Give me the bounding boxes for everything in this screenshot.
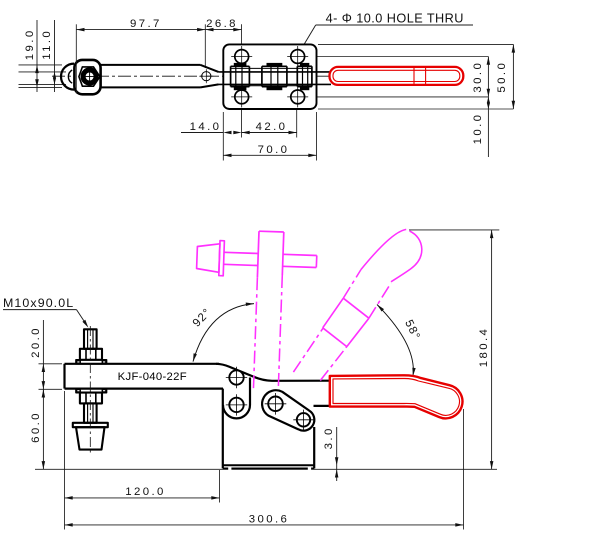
svg-text:3.0: 3.0 [323,426,335,449]
svg-text:97.7: 97.7 [130,18,162,30]
svg-text:M10x90.0L: M10x90.0L [3,296,74,310]
svg-text:30.0: 30.0 [472,61,484,93]
svg-text:60.0: 60.0 [30,411,42,443]
svg-text:20.0: 20.0 [30,326,42,358]
svg-text:42.0: 42.0 [256,121,288,133]
svg-text:KJF-040-22F: KJF-040-22F [118,371,187,383]
svg-text:11.0: 11.0 [41,29,53,60]
svg-text:50.0: 50.0 [496,61,508,93]
svg-text:70.0: 70.0 [258,144,290,156]
svg-text:10.0: 10.0 [472,113,484,145]
svg-text:19.0: 19.0 [24,28,36,60]
svg-text:180.4: 180.4 [478,327,490,368]
svg-text:14.0: 14.0 [190,121,222,133]
svg-text:26.8: 26.8 [206,18,238,30]
svg-text:300.6: 300.6 [249,514,290,526]
svg-text:120.0: 120.0 [125,486,166,498]
svg-text:4- Φ 10.0 HOLE THRU: 4- Φ 10.0 HOLE THRU [326,12,464,26]
